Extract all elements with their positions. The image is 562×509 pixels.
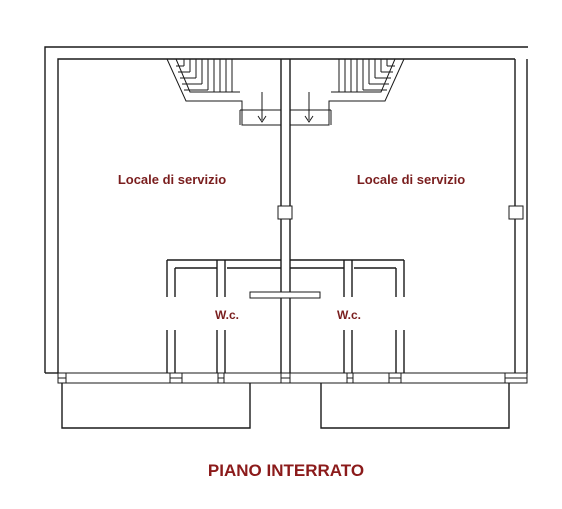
room-label-left: Locale di servizio [118,172,226,187]
light-wells [61,383,510,429]
staircase-right [290,58,405,126]
wc-label-right: W.c. [337,308,361,322]
floor-title: PIANO INTERRATO [208,461,364,480]
room-label-right: Locale di servizio [357,172,465,187]
pillar-center [277,205,293,220]
wc-label-left: W.c. [215,308,239,322]
central-shelf [249,291,321,299]
pillar-right [508,205,524,220]
staircase-left [166,58,281,126]
wc-left-walls [166,259,281,373]
bottom-windows [57,372,528,384]
wc-right-walls [290,259,405,373]
